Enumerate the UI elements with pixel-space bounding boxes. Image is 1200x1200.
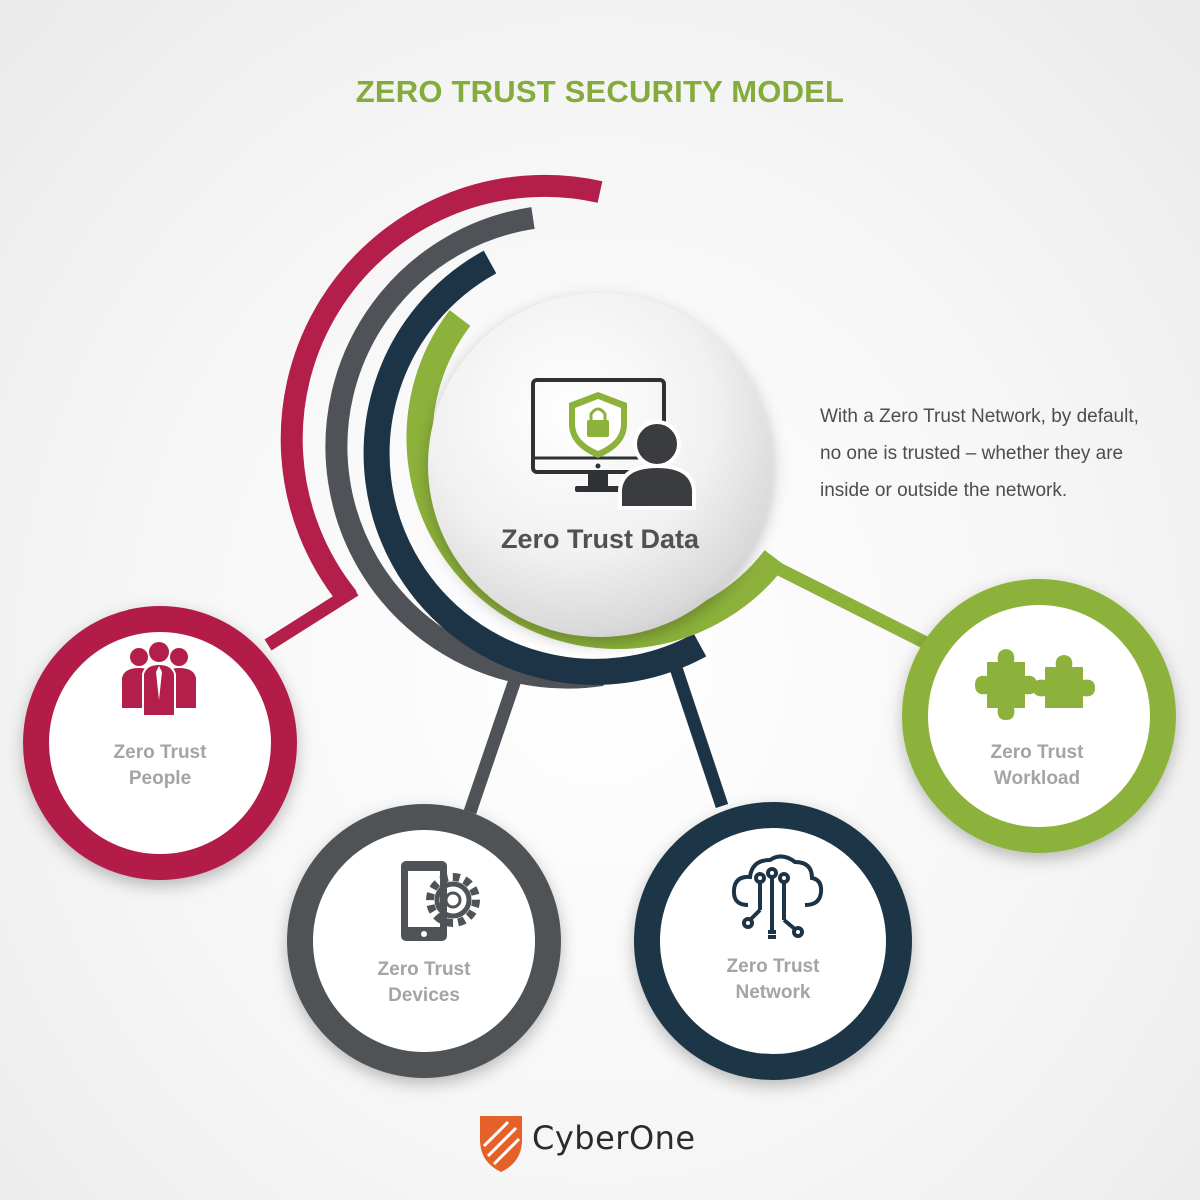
hub-label: Zero Trust Data [500, 524, 700, 554]
node-workload-ring [902, 579, 1176, 853]
arc-crimson [280, 174, 603, 605]
node-network-line2: Network [735, 982, 811, 1003]
node-workload-line1: Zero Trust [990, 742, 1084, 763]
description-text: With a Zero Trust Network, by default, n… [820, 398, 1180, 509]
arc-navy [363, 250, 707, 685]
node-network-label: Zero Trust Network [673, 954, 873, 1006]
node-workload-label: Zero Trust Workload [937, 740, 1137, 792]
node-people-label: Zero Trust People [60, 740, 260, 792]
node-people-ring [23, 606, 297, 880]
cloud-circuit-icon [731, 854, 824, 939]
description-line: With a Zero Trust Network, by default, [820, 406, 1139, 427]
connector-devices [463, 677, 522, 815]
node-network-line1: Zero Trust [726, 956, 820, 977]
description-line: no one is trusted – whether they are [820, 443, 1124, 464]
people-group-icon [122, 642, 196, 717]
page-title: ZERO TRUST SECURITY MODEL [355, 74, 845, 109]
brand-name: CyberOne [532, 1119, 696, 1157]
connector-workload [762, 556, 933, 651]
shield-logo-icon [480, 1116, 522, 1172]
node-devices-line2: Devices [388, 985, 460, 1006]
node-network-ring [634, 802, 912, 1080]
node-workload-line2: Workload [993, 768, 1081, 789]
node-people-line2: People [128, 768, 192, 789]
arc-slate [325, 207, 604, 689]
node-devices-line1: Zero Trust [377, 959, 471, 980]
description-line: inside or outside the network. [820, 480, 1068, 501]
puzzle-pieces-icon [975, 649, 1095, 720]
brand-footer: CyberOne [478, 1108, 738, 1172]
node-devices-label: Zero Trust Devices [324, 957, 524, 1009]
node-people-line1: Zero Trust [113, 742, 207, 763]
connector-network [663, 647, 729, 809]
monitor-shield-lock-user-icon [531, 378, 696, 510]
tablet-gear-icon [401, 861, 480, 941]
